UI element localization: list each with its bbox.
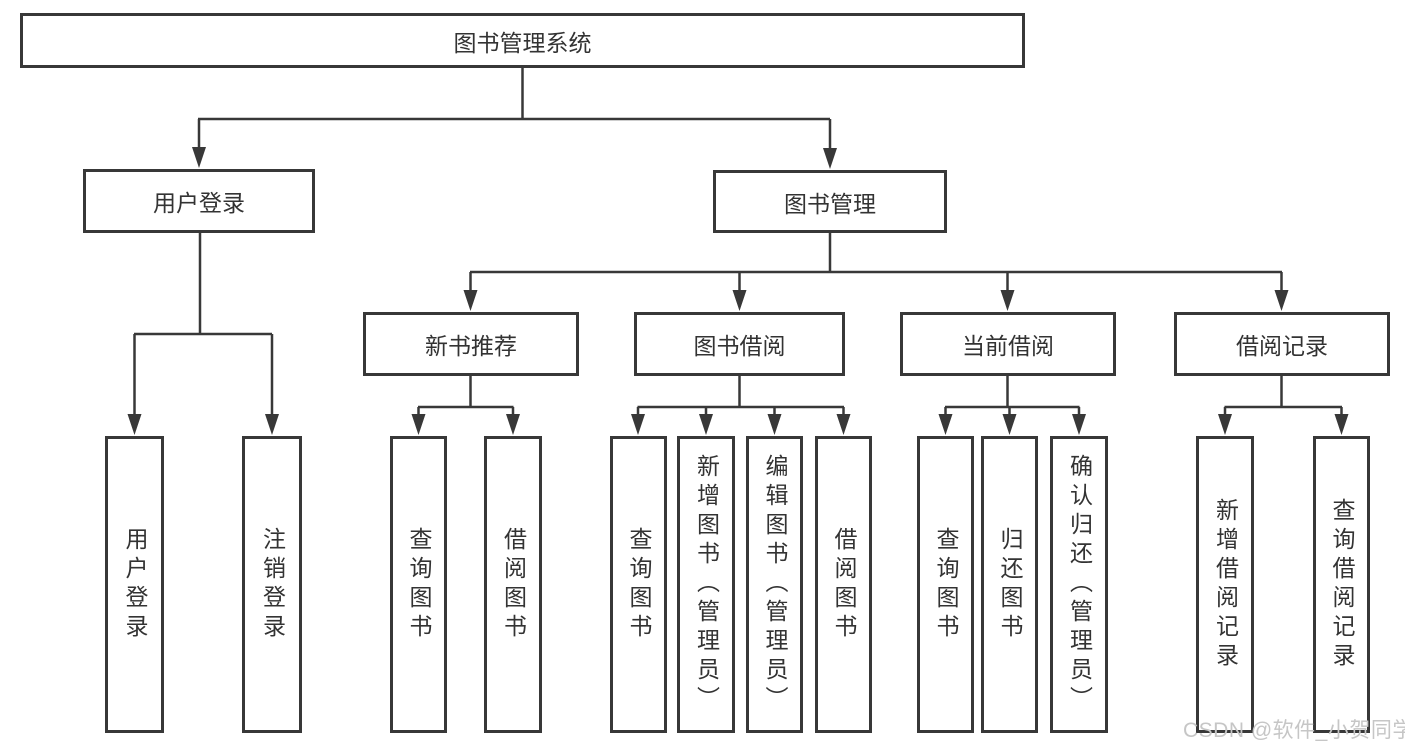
leaf-label: 注销登录 [259, 526, 286, 643]
node-label: 图书管理系统 [453, 29, 592, 56]
leaf-label: 归还图书 [997, 526, 1023, 643]
leaf-label: 新增借阅记录 [1212, 497, 1239, 672]
node-label: 用户登录 [153, 190, 245, 216]
leaf-add-borrow-record: 新增借阅记录 [1196, 436, 1254, 733]
leaf-label: 新增图书（管理员） [693, 454, 720, 715]
node-new-book-recommend: 新书推荐 [363, 312, 579, 376]
leaf-label: 查询图书 [406, 526, 432, 643]
leaf-label: 借阅图书 [500, 526, 527, 643]
node-label: 借阅记录 [1236, 333, 1328, 359]
node-borrow-record: 借阅记录 [1174, 312, 1390, 376]
node-system-root: 图书管理系统 [20, 13, 1025, 68]
csdn-watermark: CSDN @软件_小贺同学 [1183, 719, 1405, 742]
leaf-label: 借阅图书 [831, 526, 857, 643]
leaf-query-books: 查询图书 [390, 436, 447, 733]
leaf-add-book-admin: 新增图书（管理员） [677, 436, 735, 733]
node-label: 当前借阅 [962, 333, 1054, 359]
node-book-management: 图书管理 [713, 170, 947, 233]
leaf-label: 查询借阅记录 [1329, 497, 1355, 672]
leaf-logout: 注销登录 [242, 436, 302, 733]
arrowhead-icons [127, 147, 1349, 435]
leaf-borrow-books: 借阅图书 [815, 436, 872, 733]
leaf-query-borrow-record: 查询借阅记录 [1313, 436, 1370, 733]
leaf-edit-book-admin: 编辑图书（管理员） [746, 436, 803, 733]
node-label: 图书借阅 [693, 333, 786, 359]
node-book-borrow: 图书借阅 [634, 312, 845, 376]
leaf-query-books: 查询图书 [917, 436, 974, 733]
leaf-confirm-return-admin: 确认归还（管理员） [1050, 436, 1108, 733]
leaf-label: 用户登录 [122, 526, 148, 643]
leaf-borrow-books: 借阅图书 [484, 436, 542, 733]
leaf-label: 确认归还（管理员） [1066, 454, 1093, 715]
tree-edges [133, 66, 1343, 417]
leaf-label: 编辑图书（管理员） [762, 454, 788, 715]
leaf-label: 查询图书 [626, 526, 652, 643]
node-label: 图书管理 [784, 190, 876, 217]
leaf-label: 查询图书 [933, 526, 959, 643]
leaf-query-books: 查询图书 [610, 436, 667, 733]
node-user-login: 用户登录 [83, 169, 315, 233]
leaf-user-login: 用户登录 [105, 436, 164, 733]
node-label: 新书推荐 [425, 333, 517, 359]
node-current-borrow: 当前借阅 [900, 312, 1116, 376]
leaf-return-books: 归还图书 [981, 436, 1038, 733]
